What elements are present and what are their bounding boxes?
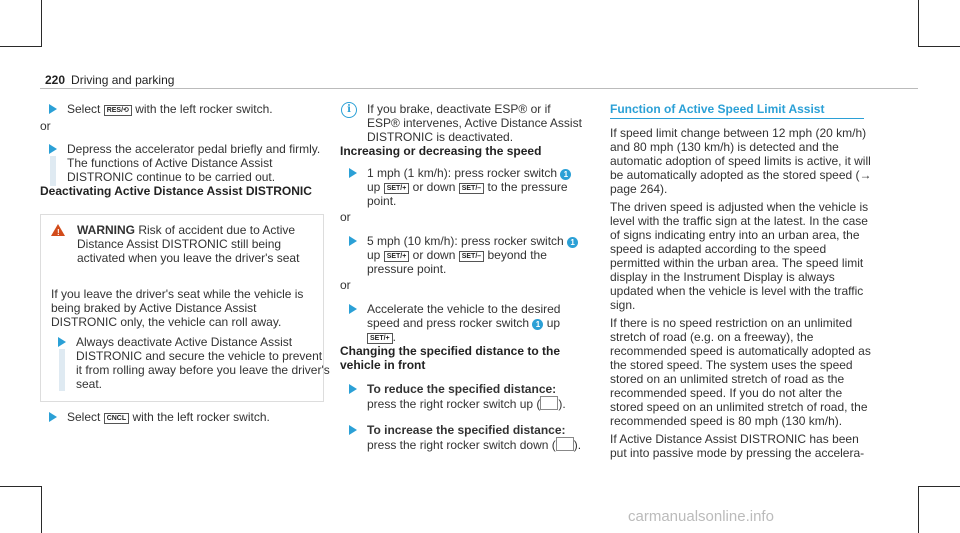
paragraph: If speed limit change between 12 mph (20… [610, 126, 872, 196]
crop-mark [918, 486, 960, 487]
step-increase-distance: To increase the specified distance: pres… [340, 423, 585, 452]
set-plus-key-icon: SET/+ [383, 251, 410, 262]
header-rule [40, 88, 918, 89]
step-1mph: 1 mph (1 km/h): press rocker switch 1 up… [340, 166, 585, 208]
page-number: 220 [45, 73, 66, 87]
step-accelerate: Accelerate the vehicle to the desired sp… [340, 302, 585, 344]
or-label: or [340, 210, 351, 224]
or-label: or [340, 278, 351, 292]
section-rule [610, 118, 864, 119]
distance-reduce-icon [540, 396, 559, 410]
info-note: If you brake, deactivate ESP® or if ESP®… [367, 102, 582, 144]
callout-1-icon: 1 [532, 319, 544, 330]
step-bar [50, 156, 56, 186]
cancel-key-icon: CNCL [103, 413, 130, 424]
step-arrow-icon [349, 384, 357, 394]
set-minus-key-icon: SET/– [458, 251, 485, 262]
step-cancel: Select CNCL with the left rocker switch. [40, 410, 352, 424]
crop-mark [0, 486, 42, 487]
crop-mark [41, 486, 42, 533]
page-header: 220 Driving and parking [45, 73, 174, 87]
step-arrow-icon [49, 412, 57, 422]
set-plus-key-icon: SET/+ [367, 333, 393, 344]
subheading-distance: Changing the specified distance to the v… [340, 344, 561, 372]
step-select: Select RES/⟲ with the left rocker switch… [40, 102, 325, 116]
warning-box: ! WARNING Risk of accident due to Active… [40, 214, 330, 402]
step-reduce-distance: To reduce the specified distance: press … [340, 382, 585, 411]
crop-mark [918, 486, 919, 533]
warning-title: Risk of accident due to Active Distance … [77, 223, 300, 265]
distance-increase-icon [555, 437, 574, 451]
or-label: or [40, 119, 51, 133]
info-icon: i [341, 102, 357, 118]
subheading-speed: Increasing or decreasing the speed [340, 144, 542, 158]
crop-mark [918, 0, 919, 47]
step-arrow-icon [49, 144, 57, 154]
step-arrow-icon [49, 104, 57, 114]
step-arrow-icon [58, 337, 66, 347]
warning-triangle-icon: ! [51, 224, 65, 237]
crop-mark [0, 46, 42, 47]
callout-1-icon: 1 [560, 169, 572, 180]
step-arrow-icon [349, 425, 357, 435]
right-column: Function of Active Speed Limit Assist If… [610, 100, 872, 460]
step-depress: Depress the accelerator pedal briefly an… [40, 142, 325, 186]
resume-key-icon: RES/⟲ [103, 105, 132, 116]
middle-column: If you brake, deactivate ESP® or if ESP®… [340, 100, 585, 452]
warning-label: WARNING [77, 223, 135, 237]
step-arrow-icon [349, 304, 357, 314]
crop-mark [41, 0, 42, 47]
subheading-deactivating: Deactivating Active Distance Assist DIST… [40, 184, 312, 198]
set-plus-key-icon: SET/+ [383, 183, 410, 194]
paragraph: If Active Distance Assist DISTRONIC has … [610, 432, 865, 460]
warning-heading: WARNING Risk of accident due to Active D… [77, 223, 317, 265]
step-arrow-icon [349, 168, 357, 178]
left-column: Select RES/⟲ with the left rocker switch… [40, 100, 325, 198]
crop-mark [918, 46, 960, 47]
step-arrow-icon [349, 236, 357, 246]
section-title: Driving and parking [71, 73, 175, 87]
section-heading: Function of Active Speed Limit Assist [610, 102, 825, 116]
set-minus-key-icon: SET/– [458, 183, 485, 194]
paragraph: The driven speed is adjusted when the ve… [610, 200, 869, 312]
callout-1-icon: 1 [567, 237, 579, 248]
step-bar [59, 349, 65, 391]
warning-step: Always deactivate Active Distance Assist… [49, 335, 331, 391]
step-5mph: 5 mph (10 km/h): press rocker switch 1 u… [340, 234, 585, 276]
watermark: carmanualsonline.info [628, 508, 774, 525]
warning-body: If you leave the driver's seat while the… [51, 287, 304, 329]
paragraph: If there is no speed restriction on an u… [610, 316, 871, 428]
